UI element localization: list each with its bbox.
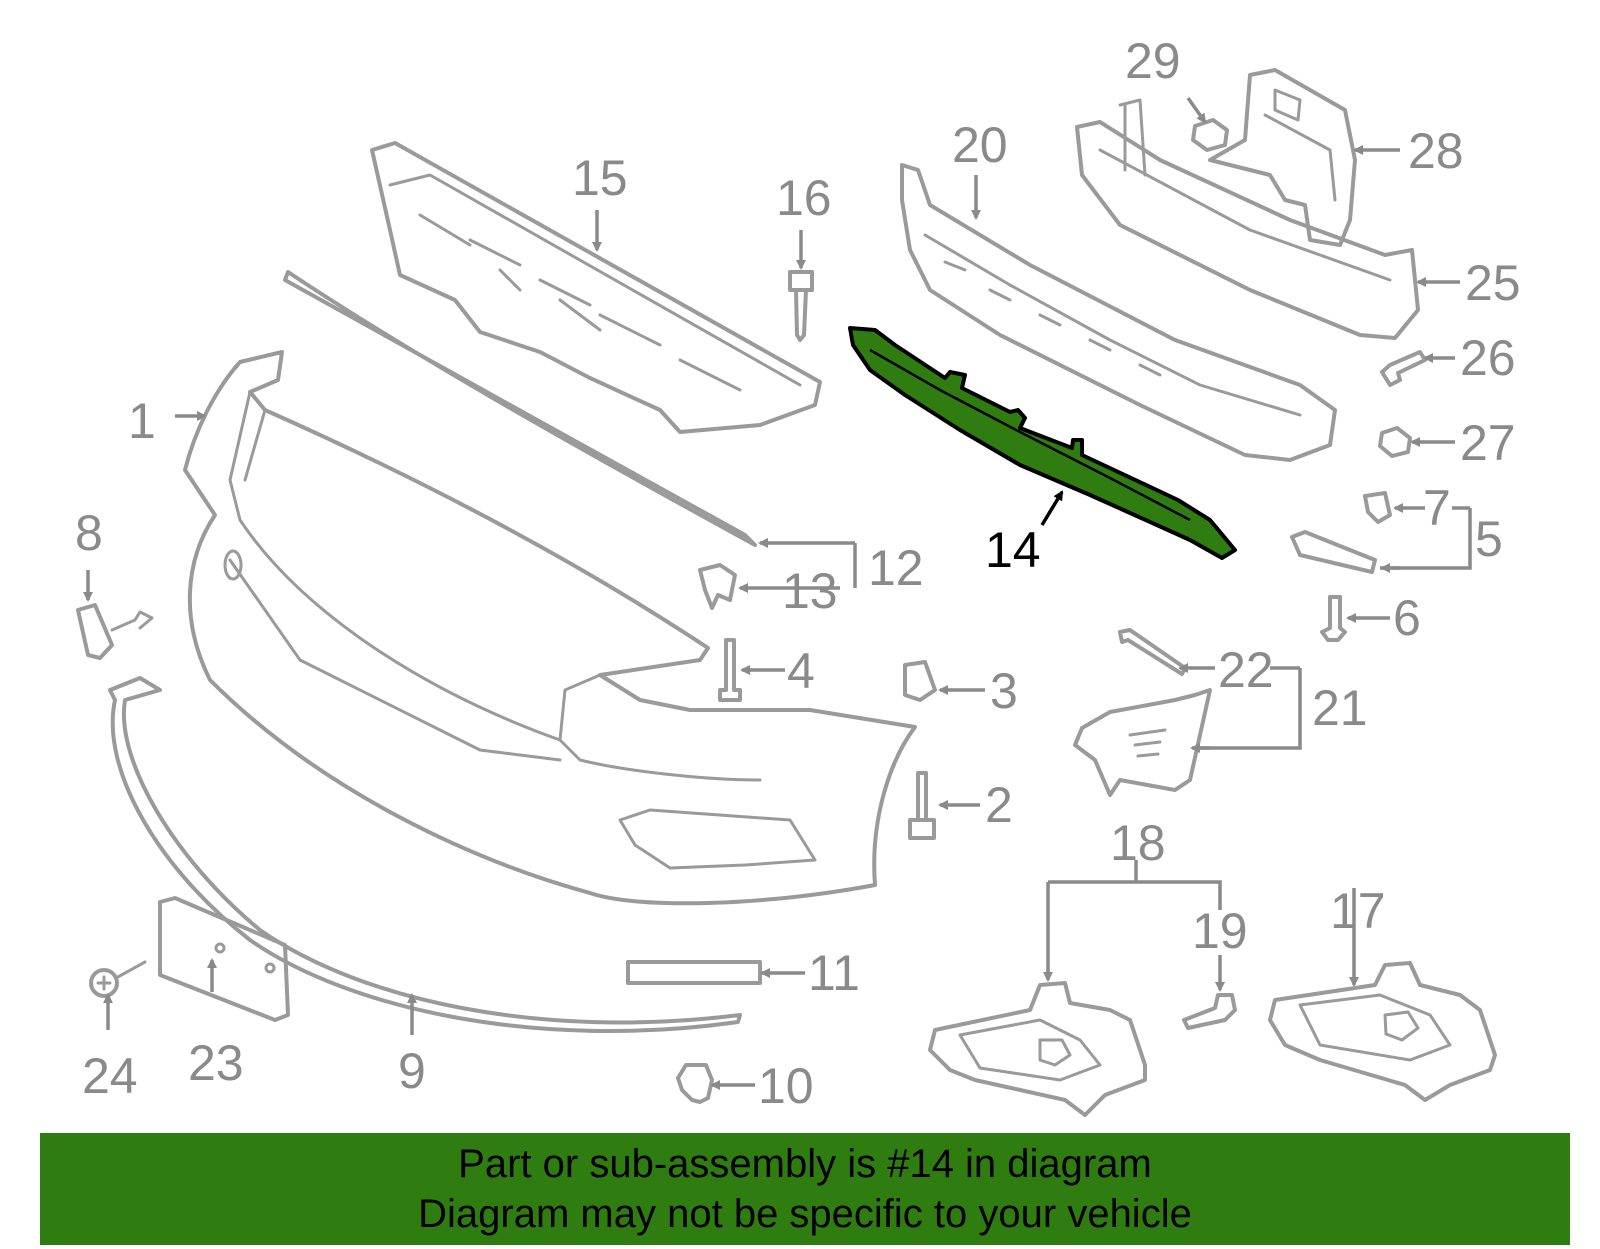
- info-banner: Part or sub-assembly is #14 in diagram D…: [40, 1133, 1570, 1245]
- callout-16: 16: [776, 170, 832, 226]
- part-22-bolt[interactable]: [1118, 628, 1187, 676]
- part-4-stud[interactable]: [718, 638, 742, 702]
- part-6-bolt[interactable]: [1320, 595, 1347, 642]
- part-26-bolt[interactable]: [1380, 350, 1427, 387]
- callout-5: 5: [1475, 511, 1503, 567]
- part-7-clip[interactable]: [1363, 491, 1392, 524]
- parts-diagram: 1 2 3 4 5 6 7 8 9 10 11 12 13 14 15 16 1…: [75, 33, 1521, 1117]
- callout-18: 18: [1110, 815, 1166, 871]
- callout-10: 10: [758, 1058, 814, 1114]
- callout-1: 1: [128, 393, 156, 449]
- callout-9: 9: [398, 1043, 426, 1099]
- callout-26: 26: [1460, 330, 1516, 386]
- part-17-fog-bezel[interactable]: [1268, 961, 1497, 1102]
- part-24-screw[interactable]: [89, 960, 147, 998]
- part-9-lower-lip[interactable]: [108, 676, 742, 1034]
- part-5-bracket[interactable]: [1290, 530, 1377, 574]
- callout-20: 20: [952, 117, 1008, 173]
- part-15-upper-support[interactable]: [370, 141, 822, 434]
- part-11-trim[interactable]: [626, 960, 762, 985]
- callout-22: 22: [1218, 642, 1274, 698]
- part-2-screw[interactable]: [908, 771, 936, 840]
- callout-15: 15: [572, 150, 628, 206]
- callout-12: 12: [868, 540, 924, 596]
- part-29-nut[interactable]: [1191, 118, 1229, 152]
- callout-11: 11: [808, 945, 860, 1001]
- part-13-clip[interactable]: [698, 563, 737, 610]
- callout-14: 14: [985, 522, 1041, 578]
- part-28-bracket[interactable]: [1208, 68, 1357, 247]
- callout-21: 21: [1312, 680, 1368, 736]
- callout-27: 27: [1460, 415, 1516, 471]
- callout-labels: 1 2 3 4 5 6 7 8 9 10 11 12 13 14 15 16 1…: [75, 33, 1521, 1114]
- callout-17: 17: [1330, 883, 1386, 939]
- callout-2: 2: [985, 777, 1013, 833]
- callout-25: 25: [1465, 255, 1521, 311]
- callout-3: 3: [990, 663, 1018, 719]
- part-25-reinforcement-beam[interactable]: [1075, 98, 1420, 340]
- part-12-molding-strip[interactable]: [283, 270, 757, 547]
- banner-line-2: Diagram may not be specific to your vehi…: [418, 1192, 1192, 1236]
- part-16-bolt[interactable]: [788, 270, 814, 342]
- part-20-energy-absorber[interactable]: [900, 163, 1337, 462]
- part-18-fog-bezel[interactable]: [928, 981, 1147, 1117]
- part-1-bumper-cover[interactable]: [183, 350, 917, 906]
- callout-8: 8: [75, 505, 103, 561]
- callout-23: 23: [188, 1035, 244, 1091]
- callout-29: 29: [1125, 33, 1181, 89]
- callout-19: 19: [1192, 903, 1248, 959]
- callout-13: 13: [782, 563, 838, 619]
- callout-6: 6: [1393, 590, 1421, 646]
- callout-28: 28: [1408, 123, 1464, 179]
- callout-4: 4: [787, 643, 815, 699]
- part-8-side-marker[interactable]: [76, 603, 154, 660]
- part-23-plate-bracket[interactable]: [158, 896, 290, 1022]
- callout-7: 7: [1423, 480, 1451, 536]
- banner-line-1: Part or sub-assembly is #14 in diagram: [458, 1142, 1152, 1186]
- callout-24: 24: [82, 1048, 138, 1104]
- part-27-nut[interactable]: [1378, 426, 1412, 458]
- part-3-clip[interactable]: [903, 660, 937, 702]
- part-10-push-pin[interactable]: [676, 1063, 714, 1104]
- part-21-bracket[interactable]: [1073, 688, 1212, 797]
- part-19-screw[interactable]: [1182, 993, 1237, 1030]
- leader-lines: [83, 96, 1472, 1090]
